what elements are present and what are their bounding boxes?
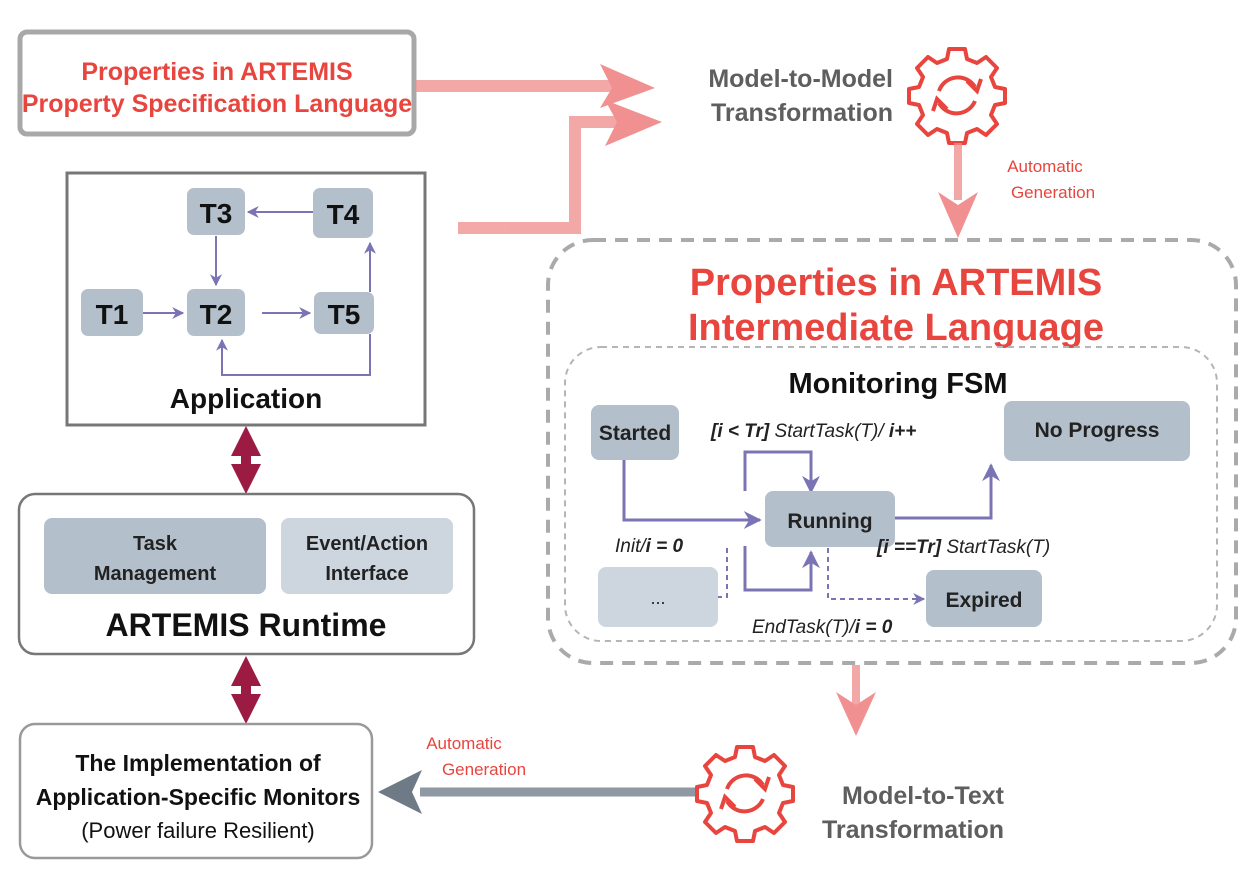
label-end-task: EndTask(T)/i = 0 — [752, 617, 893, 638]
psl-title-line1: Properties in ARTEMIS — [81, 58, 352, 86]
label-part: [i < Tr] — [710, 421, 770, 442]
edge-t5-t2 — [216, 334, 371, 376]
task-label: T1 — [96, 299, 129, 330]
state-expired: Expired — [926, 570, 1042, 627]
edge-running-self-end — [743, 546, 820, 592]
state-running: Running — [765, 491, 895, 547]
label-part: i++ — [889, 421, 916, 442]
task-t4: T4 — [313, 188, 373, 238]
state-label: ... — [650, 588, 665, 608]
task-t5: T5 — [314, 292, 374, 334]
state-no-progress: No Progress — [1004, 401, 1190, 461]
runtime-title: ARTEMIS Runtime — [106, 607, 387, 643]
gear-sync-icon — [907, 47, 1007, 145]
task-t1: T1 — [81, 289, 143, 336]
task-mgmt-line2: Management — [94, 563, 217, 585]
label-no-progress: [i ==Tr] StartTask(T) — [876, 537, 1050, 558]
m2m-label-line2: Transformation — [711, 99, 893, 127]
state-other: ... — [598, 567, 718, 627]
auto-gen-bottom-line2: Generation — [442, 760, 526, 779]
task-label: T2 — [200, 299, 233, 330]
task-mgmt-line1: Task — [133, 533, 178, 555]
fsm-dashed-edges — [681, 548, 926, 605]
runtime-monitors-double-arrow — [231, 656, 261, 724]
edge-started-running — [622, 458, 762, 529]
label-part: i = 0 — [855, 617, 893, 638]
state-started: Started — [591, 405, 679, 460]
label-part: EndTask(T)/ — [752, 617, 856, 638]
label-self-start: [i < Tr] StartTask(T)/ i++ — [710, 421, 916, 442]
task-label: T4 — [327, 199, 360, 230]
monitors-line2: Application-Specific Monitors — [36, 784, 361, 810]
auto-gen-top-line1: Automatic — [1007, 157, 1083, 176]
app-to-m2m-arrow — [458, 116, 620, 234]
event-iface-line2: Interface — [325, 563, 408, 585]
task-t2: T2 — [187, 289, 245, 336]
intermediate-language-box: Properties in ARTEMIS Intermediate Langu… — [546, 238, 1238, 665]
state-label: No Progress — [1035, 419, 1160, 442]
intermediate-to-m2t-arrow — [836, 665, 876, 736]
monitoring-fsm-box: Monitoring FSM Started Running No Progre… — [564, 346, 1218, 642]
monitors-line1: The Implementation of — [75, 750, 321, 776]
edge-running-self-start — [743, 450, 820, 494]
m2m-to-intermediate-arrow — [938, 143, 978, 238]
m2t-to-monitors-arrow — [378, 770, 700, 814]
state-label: Expired — [945, 589, 1022, 612]
label-part: i = 0 — [646, 536, 684, 557]
state-label: Started — [599, 422, 671, 445]
app-runtime-double-arrow — [231, 426, 261, 494]
label-init: Init/i = 0 — [615, 536, 684, 557]
task-label: T3 — [200, 198, 233, 229]
psl-title-line2: Property Specification Language — [22, 90, 412, 118]
m2t-label-line2: Transformation — [822, 816, 1004, 844]
task-graph-edges — [143, 206, 376, 376]
application-label: Application — [170, 383, 322, 414]
task-label: T5 — [328, 299, 361, 330]
runtime-box: Task Management Event/Action Interface A… — [17, 492, 476, 656]
intermediate-title-line2: Intermediate Language — [688, 307, 1104, 349]
label-part: StartTask(T) — [941, 537, 1050, 558]
state-label: Running — [787, 510, 872, 533]
arrowhead — [605, 100, 662, 146]
auto-gen-top-line2: Generation — [1011, 183, 1095, 202]
psl-box: Properties in ARTEMIS Property Specifica… — [17, 29, 417, 137]
fsm-title: Monitoring FSM — [788, 368, 1007, 400]
label-part: Init/ — [615, 536, 647, 557]
application-box: T1 T2 T3 T4 T5 Application — [65, 171, 427, 427]
monitors-box: The Implementation of Application-Specif… — [18, 722, 374, 860]
intermediate-title-line1: Properties in ARTEMIS — [690, 262, 1102, 304]
label-part: [i ==Tr] — [876, 537, 942, 558]
gear-sync-icon — [695, 745, 795, 843]
monitors-line3: (Power failure Resilient) — [81, 818, 315, 843]
label-part: StartTask(T)/ — [769, 421, 889, 442]
task-management-block — [44, 518, 266, 594]
edge-running-other — [681, 548, 728, 603]
event-action-interface-block — [281, 518, 453, 594]
task-t3: T3 — [187, 188, 245, 235]
event-iface-line1: Event/Action — [306, 533, 428, 555]
auto-gen-bottom-line1: Automatic — [426, 734, 502, 753]
m2m-label-line1: Model-to-Model — [708, 65, 893, 93]
m2t-label-line1: Model-to-Text — [842, 782, 1005, 810]
arrowhead — [600, 64, 655, 108]
input-arrows — [416, 64, 662, 234]
